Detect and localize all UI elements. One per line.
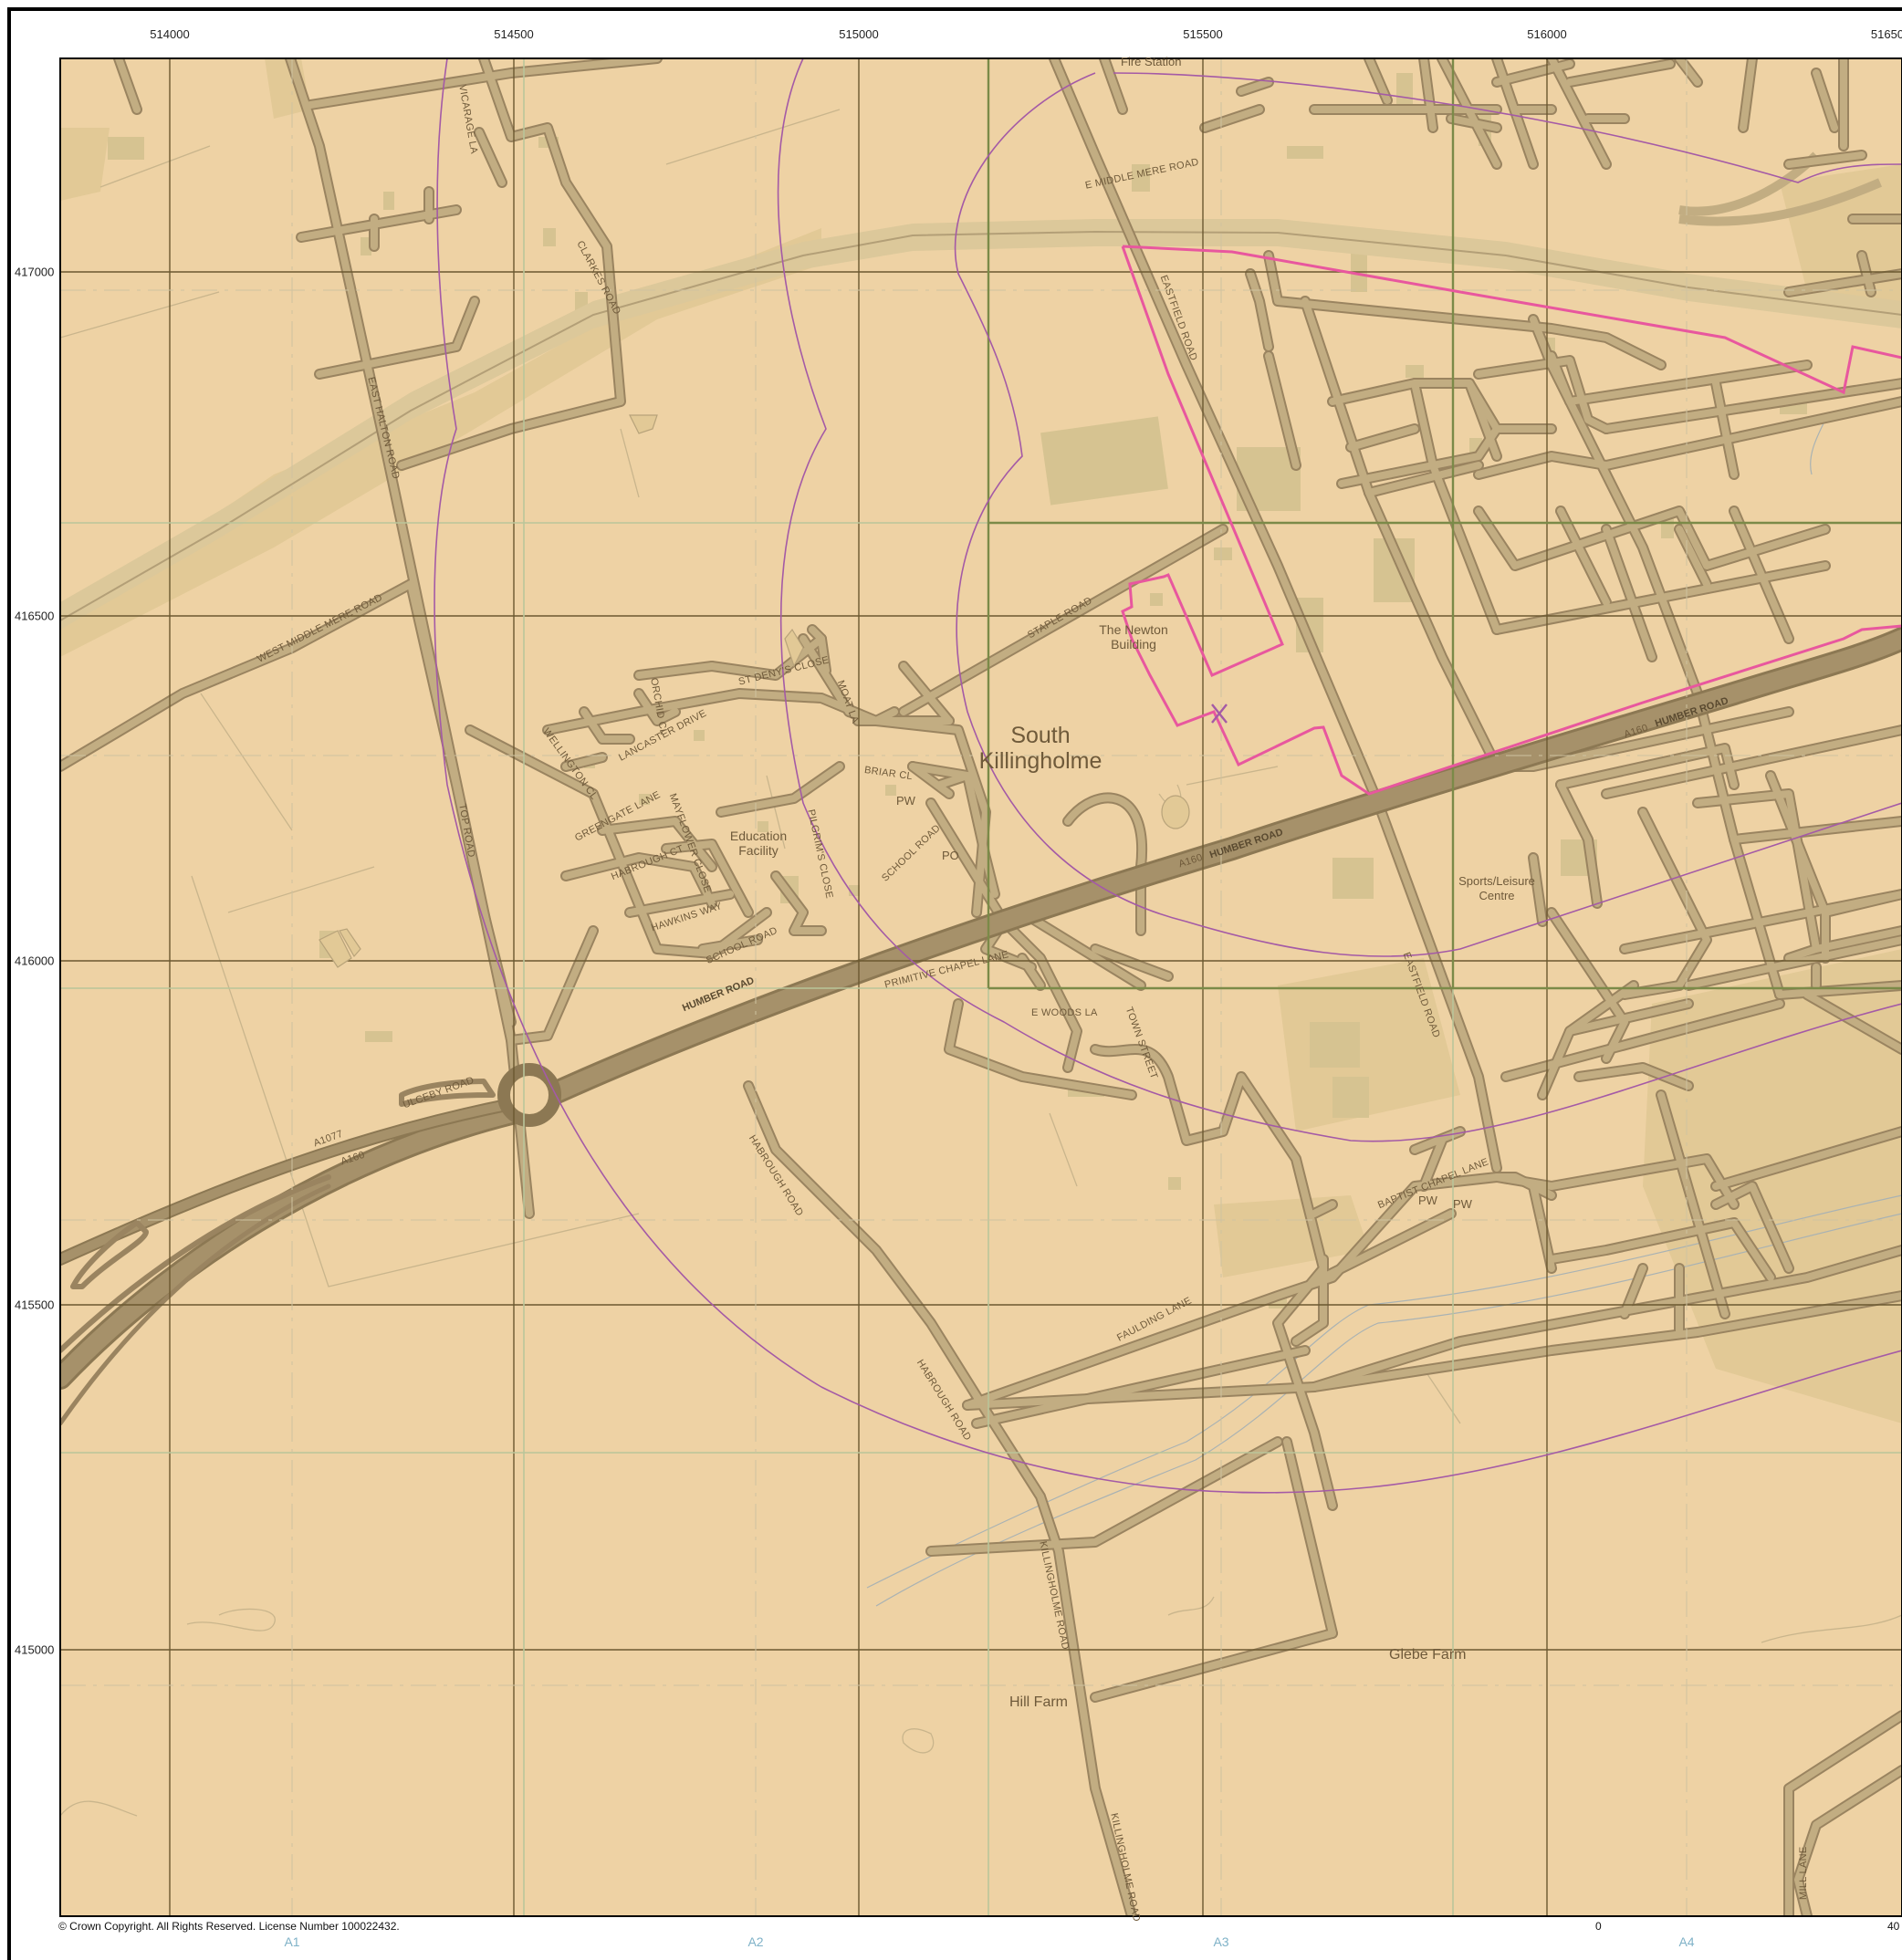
northing-label: 415500: [15, 1298, 55, 1312]
consultation-zones: [434, 58, 1902, 1494]
education-line1: Education: [729, 829, 788, 843]
place-of-worship-label: PW: [1453, 1197, 1472, 1211]
northing-label: 415000: [15, 1642, 55, 1657]
northing-label: 417000: [15, 265, 55, 279]
easting-label: 514000: [150, 27, 190, 41]
sheet-label-a1: A1: [284, 1934, 300, 1949]
village-name: South Killingholme: [967, 723, 1113, 774]
road-label: MILL LANE: [1798, 1846, 1809, 1900]
scale-bar: [1603, 1918, 1876, 1925]
sports-line1: Sports/Leisure: [1458, 874, 1535, 888]
place-of-worship-label: PW: [1418, 1194, 1437, 1207]
easting-label: 51650: [1870, 27, 1902, 41]
scale-end: 40: [1887, 1920, 1900, 1933]
road-network: [60, 58, 1902, 1916]
fire-station-label: Fire Station: [1121, 55, 1182, 68]
easting-label: 515500: [1183, 27, 1223, 41]
sports-centre-label: Sports/Leisure Centre: [1442, 874, 1552, 903]
education-facility-label: Education Facility: [719, 829, 798, 858]
northing-label: 416000: [15, 954, 55, 968]
road-label: E WOODS LA: [1031, 1007, 1098, 1018]
newton-line2: Building: [1111, 637, 1156, 652]
easting-label: 515000: [839, 27, 879, 41]
sheet-label-a2: A2: [747, 1934, 764, 1949]
site-boundary: [1121, 245, 1902, 796]
place-of-worship-label: PW: [896, 794, 915, 808]
sheet-label-a4: A4: [1678, 1934, 1695, 1949]
village-name-line2: Killingholme: [978, 748, 1103, 774]
map-neatline: [59, 57, 1902, 1917]
northing-label: 416500: [15, 609, 55, 623]
village-name-line1: South: [1010, 723, 1071, 748]
easting-label: 514500: [494, 27, 534, 41]
ponds: [319, 414, 1190, 968]
map-frame: [7, 7, 1902, 1960]
easting-label: 516000: [1527, 27, 1567, 41]
newton-building-label: The Newton Building: [1088, 622, 1179, 652]
education-line2: Facility: [738, 843, 779, 858]
field-boundaries: [60, 109, 1902, 1817]
tile-boxes: [987, 58, 1902, 990]
hill-farm-label: Hill Farm: [1009, 1694, 1068, 1710]
a160-humber-road: [60, 627, 1902, 1426]
copyright-notice: © Crown Copyright. All Rights Reserved. …: [58, 1920, 400, 1933]
post-office-label: PO: [942, 849, 959, 862]
sheet-label-a3: A3: [1213, 1934, 1229, 1949]
site-marker: [1211, 704, 1228, 724]
glebe-farm-label: Glebe Farm: [1389, 1647, 1467, 1663]
drains: [866, 419, 1902, 1607]
sports-line2: Centre: [1479, 889, 1515, 902]
scale-start: 0: [1595, 1920, 1602, 1933]
newton-line1: The Newton: [1099, 622, 1168, 637]
